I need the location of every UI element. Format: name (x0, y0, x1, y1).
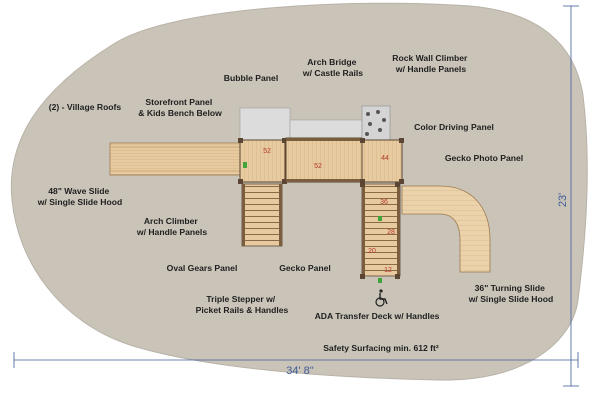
svg-text:Rock Wall Climber w/ Handl: Rock Wall Climber w/ Handle Panels (392, 53, 470, 74)
width-dimension: 34' 8" (13, 352, 579, 377)
gecko-marker-ada (378, 216, 382, 221)
ada-transfer-deck: 36 28 20 12 (360, 182, 401, 283)
gecko-marker-ada-low (378, 278, 382, 283)
label-village-roofs: (2) - Village Roofs (49, 102, 122, 112)
label-triple-stepper-1: Triple Stepper w/ (206, 294, 275, 304)
label-wave-slide-1: 48" Wave Slide (48, 186, 109, 196)
width-dimension-label: 34' 8" (286, 365, 314, 377)
label-storefront-2: & Kids Bench Below (138, 108, 222, 118)
safety-surfacing-area (10, 2, 588, 381)
triple-stepper (241, 183, 283, 247)
svg-text:48" Wave Slide w/ Single S: 48" Wave Slide w/ Single Slide Hood (37, 186, 123, 207)
height-dimension: 23' (557, 5, 579, 387)
deck-height-12: 12 (384, 267, 392, 274)
label-bubble-panel: Bubble Panel (224, 73, 278, 83)
gecko-marker (243, 162, 247, 168)
label-wave-slide-2: w/ Single Slide Hood (37, 197, 123, 207)
wave-slide (109, 142, 246, 176)
deck-height-52-bridge: 52 (314, 163, 322, 170)
svg-text:Storefront Panel & Kids Be: Storefront Panel & Kids Bench Below (138, 97, 222, 118)
svg-text:Arch Climber w/ Handle Pan: Arch Climber w/ Handle Panels (136, 216, 207, 237)
label-gecko-panel: Gecko Panel (279, 263, 331, 273)
label-oval-gears: Oval Gears Panel (167, 263, 238, 273)
label-storefront-1: Storefront Panel (145, 97, 212, 107)
label-arch-bridge-2: w/ Castle Rails (302, 68, 363, 78)
deck-height-52-left: 52 (263, 148, 271, 155)
deck-height-20: 20 (368, 248, 376, 255)
arch-bridge: 52 (285, 119, 363, 183)
svg-text:Arch Bridge w/ Castle Rail: Arch Bridge w/ Castle Rails (302, 57, 363, 78)
turning-slide (401, 185, 491, 273)
label-color-driving: Color Driving Panel (414, 122, 494, 132)
rock-wall-climber (361, 105, 391, 141)
label-arch-bridge-1: Arch Bridge (307, 57, 356, 67)
label-arch-climber-2: w/ Handle Panels (136, 227, 207, 237)
svg-text:Triple Stepper w/ Picket R: Triple Stepper w/ Picket Rails & Handles (196, 294, 289, 315)
wheelchair-icon (375, 289, 388, 307)
label-safety-surfacing: Safety Surfacing min. 612 ft² (323, 343, 439, 353)
label-triple-stepper-2: Picket Rails & Handles (196, 305, 289, 315)
label-rock-wall-1: Rock Wall Climber (392, 53, 468, 63)
deck-height-28: 28 (387, 229, 395, 236)
label-gecko-photo: Gecko Photo Panel (445, 153, 523, 163)
tower-deck-left: 52 (238, 138, 287, 184)
label-arch-climber-1: Arch Climber (144, 216, 199, 226)
svg-text:36" Turning Slide w/ Singl: 36" Turning Slide w/ Single Slide Hood (468, 283, 554, 304)
label-ada-transfer: ADA Transfer Deck w/ Handles (315, 311, 440, 321)
height-dimension-label: 23' (557, 193, 569, 207)
tower-deck-right: 44 (360, 138, 404, 184)
label-turning-slide-1: 36" Turning Slide (475, 283, 546, 293)
label-turning-slide-2: w/ Single Slide Hood (468, 294, 554, 304)
label-rock-wall-2: w/ Handle Panels (395, 64, 466, 74)
deck-height-36: 36 (380, 199, 388, 206)
deck-height-44: 44 (381, 155, 389, 162)
